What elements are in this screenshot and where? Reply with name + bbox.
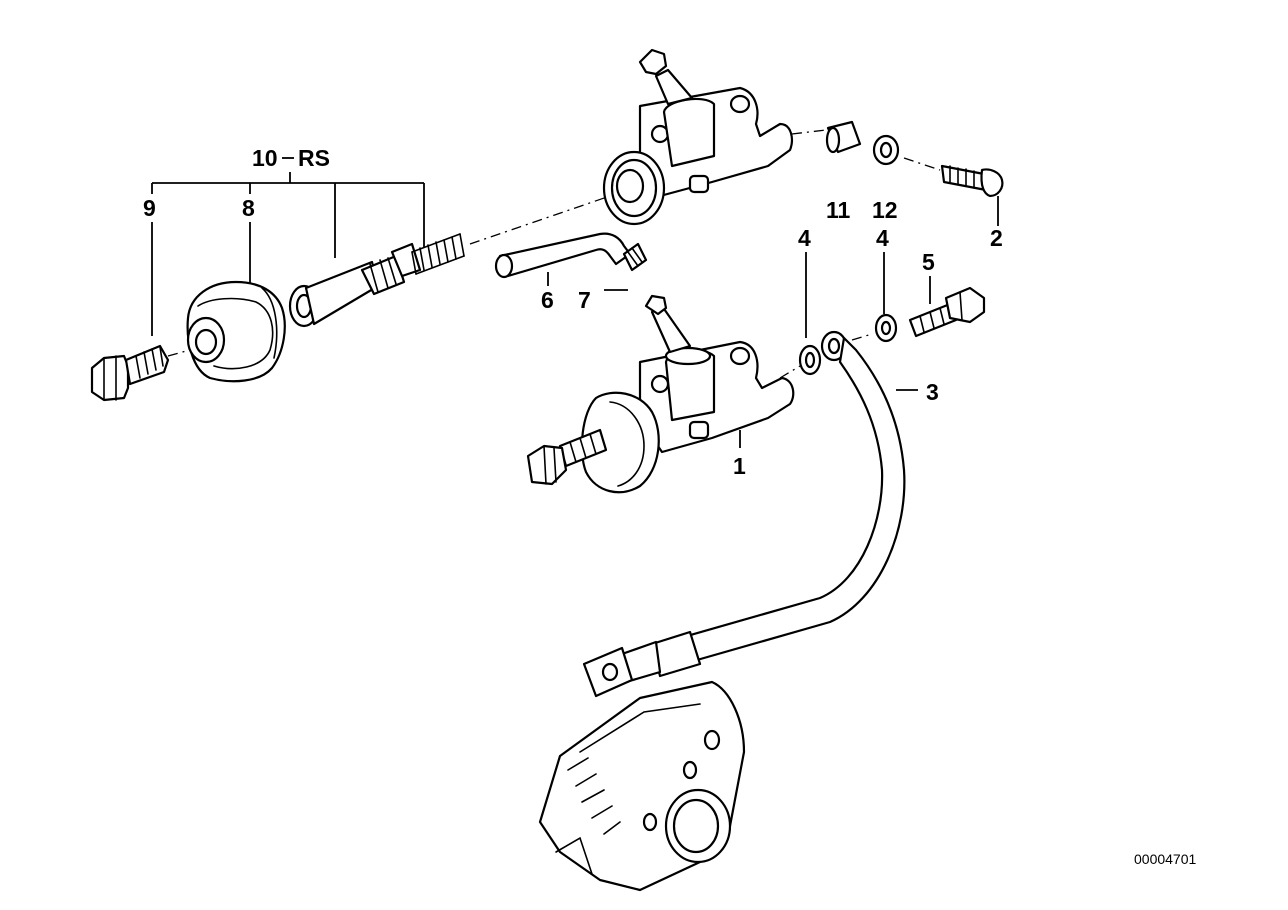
label-part-1: 1 — [733, 453, 746, 479]
label-part-10: 10 — [252, 145, 278, 171]
label-part-7: 7 — [578, 287, 591, 313]
master-cylinder-part-1 — [526, 294, 801, 494]
label-part-4-left: 4 — [798, 225, 811, 251]
hollow-bolt-part-5 — [851, 276, 986, 341]
bleeder-screw-part-9 — [90, 344, 191, 402]
washer-part-4-left — [798, 252, 822, 376]
label-part-12: 12 — [872, 197, 898, 223]
cap-screw-part-2 — [903, 157, 1004, 226]
label-part-3: 3 — [926, 379, 939, 405]
washer-part-12 — [872, 134, 900, 166]
repair-set-bracket — [151, 172, 425, 336]
piston-assembly — [288, 195, 611, 328]
label-part-6: 6 — [541, 287, 554, 313]
clamp-part-7 — [604, 242, 648, 291]
washer-part-4-right — [874, 252, 898, 343]
label-part-8: 8 — [242, 195, 255, 221]
caliper-reference — [538, 680, 746, 892]
label-part-9: 9 — [143, 195, 156, 221]
dust-boot-part-8 — [186, 280, 286, 383]
label-part-11: 11 — [826, 197, 851, 223]
drawing-number: 00004701 — [1134, 851, 1197, 867]
master-cylinder-upper — [602, 48, 827, 226]
hose-part-3 — [582, 330, 918, 698]
part-labels: 10 RS 9 8 6 7 11 12 2 4 4 5 3 1 00004701 — [143, 145, 1197, 867]
label-part-10-suffix: RS — [298, 145, 330, 171]
sleeve-part-11 — [825, 120, 862, 154]
label-part-2: 2 — [990, 225, 1003, 251]
label-part-4-right: 4 — [876, 225, 889, 251]
hose-part-6 — [494, 232, 632, 286]
label-part-5: 5 — [922, 249, 935, 275]
